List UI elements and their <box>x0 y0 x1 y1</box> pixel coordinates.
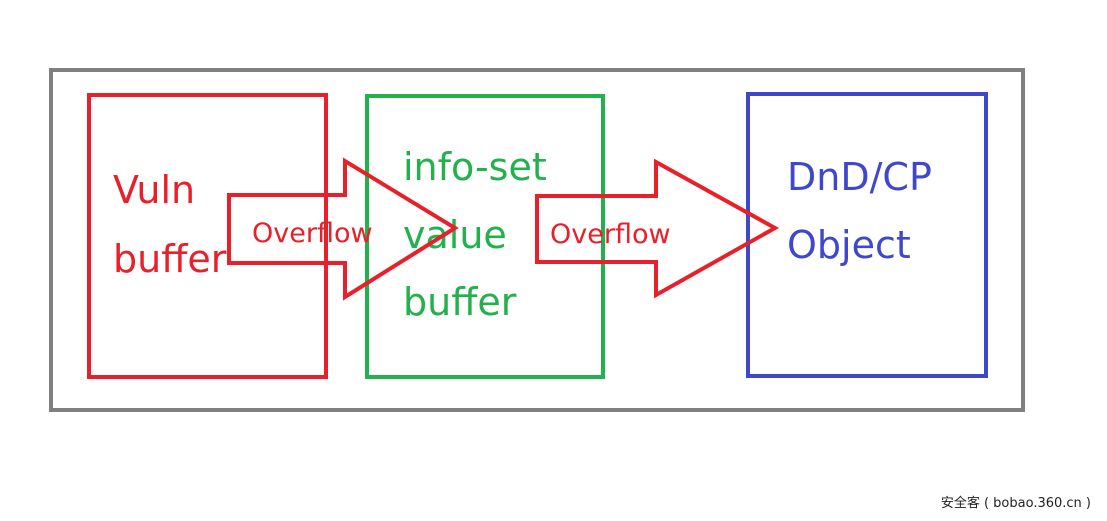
watermark-text: 安全客 ( bobao.360.cn ) <box>940 496 1091 511</box>
outer-container <box>49 68 1025 412</box>
vuln-buffer-label-line1: Vuln <box>113 168 195 212</box>
second-overflow-arrow <box>535 158 780 299</box>
dnd-cp-label-line1: DnD/CP <box>787 155 932 199</box>
first-overflow-arrow <box>227 157 459 301</box>
first-overflow-label: Overflow <box>252 218 373 249</box>
info-set-value-buffer-box <box>365 94 605 379</box>
dnd-cp-object-box <box>746 92 988 378</box>
vuln-buffer-box <box>87 93 328 379</box>
info-set-label-line1: info-set <box>403 145 547 189</box>
vuln-buffer-label-line2: buffer <box>113 237 227 281</box>
info-set-label-line3: buffer <box>403 280 517 324</box>
second-overflow-label: Overflow <box>550 219 671 250</box>
dnd-cp-label-line2: Object <box>787 223 911 267</box>
